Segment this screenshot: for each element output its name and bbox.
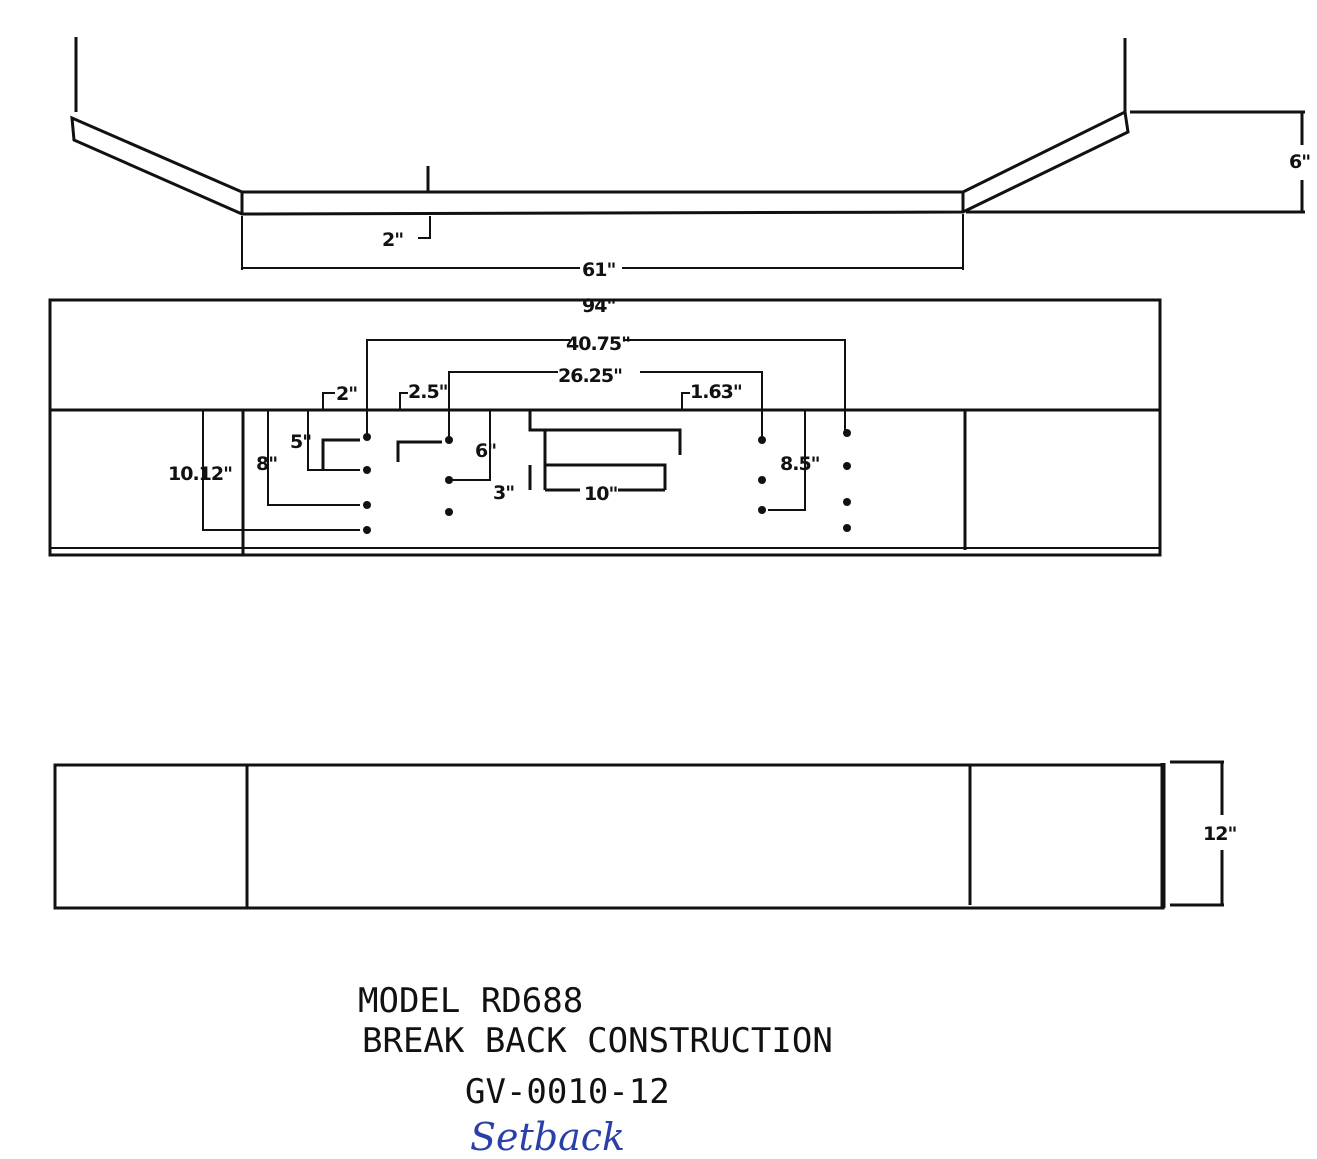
hole	[843, 524, 851, 532]
hole	[758, 506, 766, 514]
dim-94-label: 94"	[582, 295, 615, 317]
bumper-front-outline	[48, 298, 1162, 557]
hole	[843, 429, 851, 437]
dim-12-label: 12"	[1203, 823, 1236, 845]
hole	[363, 501, 371, 509]
hole-bracket	[321, 438, 360, 470]
hole	[758, 436, 766, 444]
dim-2-label: 2"	[336, 383, 357, 405]
dim-2-5-label: 2.5"	[408, 381, 448, 403]
mounting-holes	[363, 429, 851, 534]
dim-2-bracket	[322, 392, 335, 410]
dim-8-label: 8"	[256, 453, 277, 475]
dim-2-bracket	[418, 216, 431, 239]
bumper-bottom-outline	[53, 763, 1165, 910]
hole	[445, 476, 453, 484]
hole	[445, 436, 453, 444]
hole	[445, 508, 453, 516]
dim-26-25-line	[448, 371, 763, 440]
dim-26-25-label: 26.25"	[558, 365, 622, 387]
dim-40-75-label: 40.75"	[566, 333, 630, 355]
hole	[843, 462, 851, 470]
dim-1-63-bracket	[681, 392, 690, 410]
dim-3-label: 3"	[493, 482, 514, 504]
dim-1-63-label: 1.63"	[690, 381, 742, 403]
dim-61-line	[241, 214, 964, 270]
handwritten-note: Setback	[470, 1115, 625, 1159]
hole	[363, 433, 371, 441]
hole	[363, 466, 371, 474]
dim-40-75-line	[366, 339, 846, 437]
dim-2-5-bracket	[399, 392, 408, 410]
dim-12-line	[1170, 760, 1224, 907]
dim-5-label: 5"	[290, 431, 311, 453]
dim-6-line	[452, 410, 491, 481]
dim-2-label: 2"	[382, 229, 403, 251]
part-number-label: GV-0010-12	[465, 1072, 670, 1112]
dim-8-line	[267, 410, 360, 506]
dim-10-label: 10"	[584, 483, 617, 505]
construction-label: BREAK BACK CONSTRUCTION	[362, 1021, 833, 1061]
bumper-top-outline	[70, 109, 1130, 216]
model-label: MODEL RD688	[358, 981, 583, 1021]
dim-8-5-label: 8.5"	[780, 453, 820, 475]
front-view: 94" 40.75" 26.25" 2" 2.5" 1.63" 5" 8" 10…	[48, 295, 1162, 557]
dim-10-12-label: 10.12"	[168, 463, 232, 485]
title-block: MODEL RD688 BREAK BACK CONSTRUCTION GV-0…	[358, 981, 833, 1159]
hole	[758, 476, 766, 484]
dim-6-label: 6"	[475, 440, 496, 462]
cutout-outline	[528, 410, 682, 492]
dim-5-line	[307, 410, 360, 471]
dim-6-line	[966, 110, 1305, 214]
dim-6-label: 6"	[1289, 151, 1310, 173]
hole-bracket	[396, 440, 442, 462]
bottom-view: 12"	[53, 760, 1237, 910]
hole	[843, 498, 851, 506]
top-view: 2" 61" 6"	[70, 37, 1311, 281]
dim-61-label: 61"	[582, 259, 615, 281]
dim-10-12-line	[202, 410, 360, 531]
dim-8-5-line	[768, 410, 806, 511]
hole	[363, 526, 371, 534]
